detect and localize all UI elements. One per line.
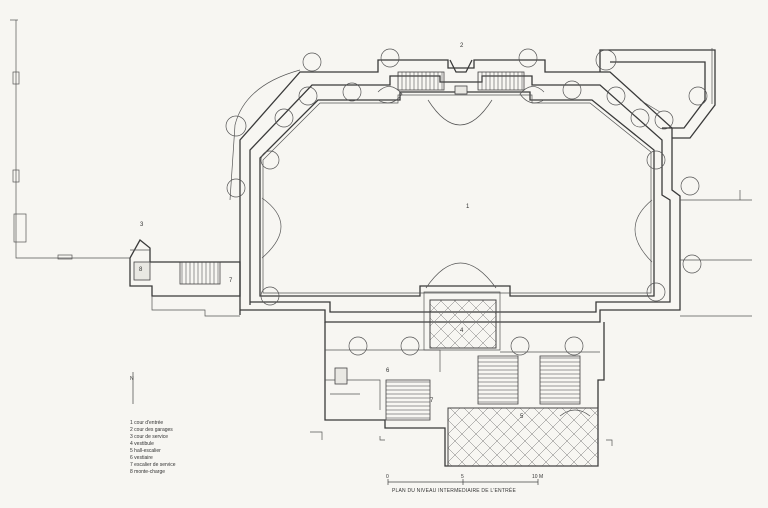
top-stairs — [377, 59, 545, 104]
label-court-service: 3 — [140, 222, 144, 228]
left-annex — [129, 239, 241, 317]
label-court-main: 1 — [466, 204, 470, 210]
top-right-wing — [599, 48, 752, 317]
legend-item: 7 escalier de service — [130, 462, 176, 468]
label-court-top: 2 — [460, 43, 464, 49]
label-lower-hall: 5 — [520, 414, 524, 420]
top-apse — [427, 99, 493, 126]
scale-tick-0: 0 — [386, 474, 389, 480]
label-stair-center: 7 — [430, 398, 434, 404]
legend-item: 4 vestibule — [130, 441, 154, 447]
plan-caption: PLAN DU NIVEAU INTERMEDIAIRE DE L'ENTRÉE — [392, 487, 516, 494]
driveway-curve — [229, 69, 301, 201]
bottom-apse — [425, 262, 497, 289]
label-left-room: 6 — [386, 368, 390, 374]
label-lift: 8 — [139, 267, 143, 273]
north-label: N — [130, 376, 134, 382]
property-boundary-left — [10, 19, 130, 260]
room-labels: 2 1 3 4 5 6 7 7 8 — [139, 43, 524, 420]
north-arrow: N — [130, 372, 134, 404]
label-stair-left: 7 — [229, 278, 233, 284]
right-apse — [634, 199, 653, 263]
driveway-right — [639, 99, 661, 113]
left-apse — [261, 197, 282, 259]
legend: 1 cour d'entrée 2 cour des garages 3 cou… — [130, 420, 176, 475]
legend-item: 6 vestiaire — [130, 455, 153, 461]
trees — [225, 48, 708, 356]
lower-block — [310, 291, 613, 467]
scale-tick-5: 5 — [461, 474, 464, 480]
scale-tick-10: 10 M — [532, 474, 543, 480]
legend-item: 3 cour de service — [130, 434, 168, 440]
scale-bar: 0 5 10 M PLAN DU NIVEAU INTERMEDIAIRE DE… — [386, 474, 543, 494]
outer-walls — [239, 59, 681, 323]
label-vestibule: 4 — [460, 328, 464, 334]
legend-item: 8 monte-charge — [130, 469, 165, 475]
legend-item: 1 cour d'entrée — [130, 420, 163, 426]
legend-item: 2 cour des garages — [130, 427, 173, 433]
legend-item: 5 hall-escalier — [130, 448, 161, 454]
